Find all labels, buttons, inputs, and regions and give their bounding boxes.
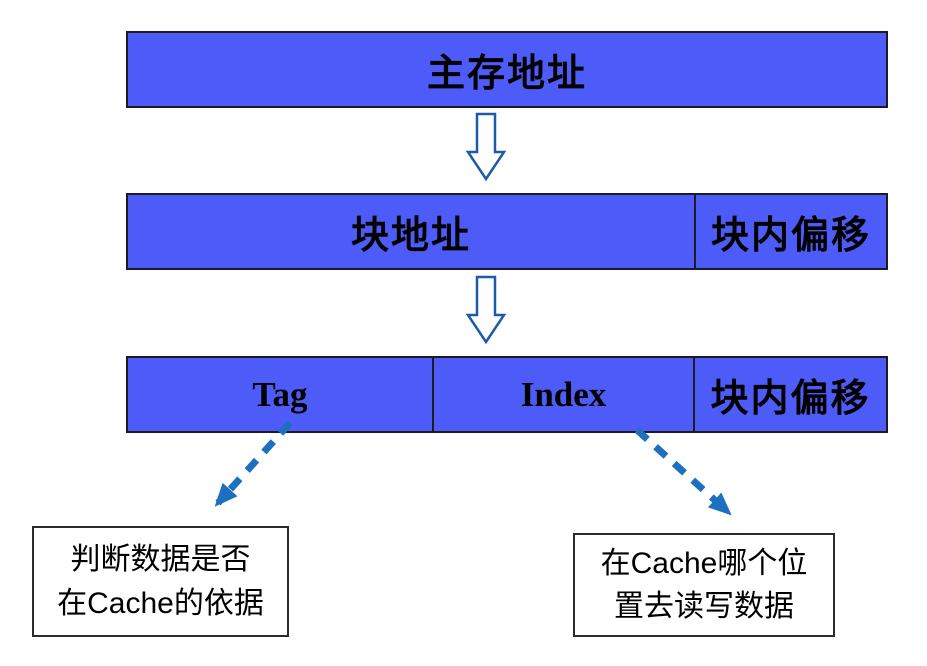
block-offset-label: 块内偏移	[710, 215, 871, 257]
index-note-line2: 置去读写数据	[614, 590, 794, 623]
index-note-line1: 在Cache哪个位	[600, 546, 808, 580]
tag-label: Tag	[252, 374, 308, 414]
index-label: Index	[520, 374, 607, 414]
block-offset-cell: 块内偏移	[694, 195, 886, 268]
down-arrow-icon-2	[465, 275, 507, 345]
block-address-bar: 块地址 块内偏移	[126, 193, 888, 270]
tag-cell: Tag	[128, 358, 432, 431]
index-note-box: 在Cache哪个位 置去读写数据	[573, 533, 835, 637]
down-arrow-icon-1	[465, 112, 507, 182]
tag-index-offset-bar: Tag Index 块内偏移	[126, 356, 888, 433]
index-dashed-arrow	[634, 427, 732, 516]
main-memory-address-bar: 主存地址	[126, 31, 888, 108]
main-memory-address-cell: 主存地址	[128, 33, 886, 106]
block-address-cell: 块地址	[128, 195, 694, 268]
tag-note-line2: 在Cache的依据	[57, 586, 264, 620]
block-address-label: 块地址	[350, 215, 471, 257]
main-memory-address-label: 主存地址	[426, 53, 587, 95]
block-offset-cell-2: 块内偏移	[693, 358, 886, 431]
tag-dashed-arrow	[214, 420, 293, 507]
block-offset-label-2: 块内偏移	[710, 378, 871, 420]
tag-note-box: 判断数据是否 在Cache的依据	[32, 526, 289, 637]
index-cell: Index	[432, 358, 693, 431]
tag-note-line1: 判断数据是否	[70, 543, 251, 576]
